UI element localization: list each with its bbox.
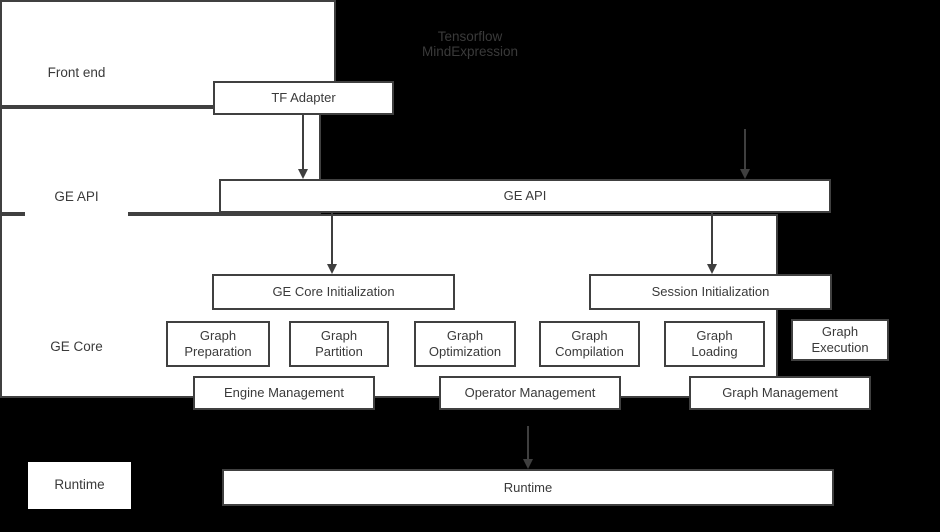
graph-partition-node[interactable]: Graph Partition xyxy=(289,321,389,367)
graph-preparation-label: Graph Preparation xyxy=(184,328,252,359)
runtime-node[interactable]: Runtime xyxy=(222,469,834,506)
arrow-head xyxy=(297,169,308,179)
stage-label-ge-api-text: GE API xyxy=(54,189,99,205)
graph-management-node[interactable]: Graph Management xyxy=(689,376,871,410)
graph-loading-node[interactable]: Graph Loading xyxy=(664,321,765,367)
stage-label-front-end: Front end xyxy=(25,49,128,98)
graph-compilation-node[interactable]: Graph Compilation xyxy=(539,321,640,367)
ge-api-label: GE API xyxy=(503,188,547,204)
graph-loading-label: Graph Loading xyxy=(691,328,738,359)
graph-management-label: Graph Management xyxy=(722,385,838,401)
engine-management-node[interactable]: Engine Management xyxy=(193,376,375,410)
stage-label-ge-core: GE Core xyxy=(25,323,128,371)
operator-management-node[interactable]: Operator Management xyxy=(439,376,621,410)
stage-label-front-end-text: Front end xyxy=(47,65,106,81)
tf-adapter-node[interactable]: TF Adapter xyxy=(213,81,394,115)
tensorflow-title: Tensorflow xyxy=(437,29,503,44)
graph-optimization-label: Graph Optimization xyxy=(428,328,502,359)
mindexpression-title: MindExpression xyxy=(421,44,519,59)
arrow-shaft xyxy=(711,213,713,264)
arrow-head xyxy=(522,459,533,469)
graph-preparation-node[interactable]: Graph Preparation xyxy=(166,321,270,367)
graph-compilation-label: Graph Compilation xyxy=(555,328,624,359)
ge-core-initialization-node[interactable]: GE Core Initialization xyxy=(212,274,455,310)
tf-adapter-label: TF Adapter xyxy=(271,90,336,106)
session-initialization-node[interactable]: Session Initialization xyxy=(589,274,832,310)
stage-label-ge-core-text: GE Core xyxy=(50,338,103,354)
stage-label-runtime-text: Runtime xyxy=(54,477,105,493)
runtime-label: Runtime xyxy=(503,479,553,495)
arrow-shaft xyxy=(527,426,529,459)
graph-partition-label: Graph Partition xyxy=(315,328,363,359)
ge-core-initialization-label: GE Core Initialization xyxy=(272,284,395,300)
graph-execution-node[interactable]: Graph Execution xyxy=(791,319,889,361)
arrow-shaft xyxy=(744,129,746,169)
arrow-head xyxy=(326,264,337,274)
stage-label-ge-api: GE API xyxy=(25,175,128,220)
stage-label-runtime: Runtime xyxy=(28,462,131,509)
arrow-head xyxy=(739,169,750,179)
session-initialization-label: Session Initialization xyxy=(651,284,770,300)
graph-optimization-node[interactable]: Graph Optimization xyxy=(414,321,516,367)
arrow-head xyxy=(706,264,717,274)
operator-management-label: Operator Management xyxy=(464,385,596,401)
graph-execution-label: Graph Execution xyxy=(811,324,869,355)
ge-api-node[interactable]: GE API xyxy=(219,179,831,213)
arrow-shaft xyxy=(331,213,333,264)
engine-management-label: Engine Management xyxy=(224,385,344,401)
arrow-shaft xyxy=(302,115,304,169)
